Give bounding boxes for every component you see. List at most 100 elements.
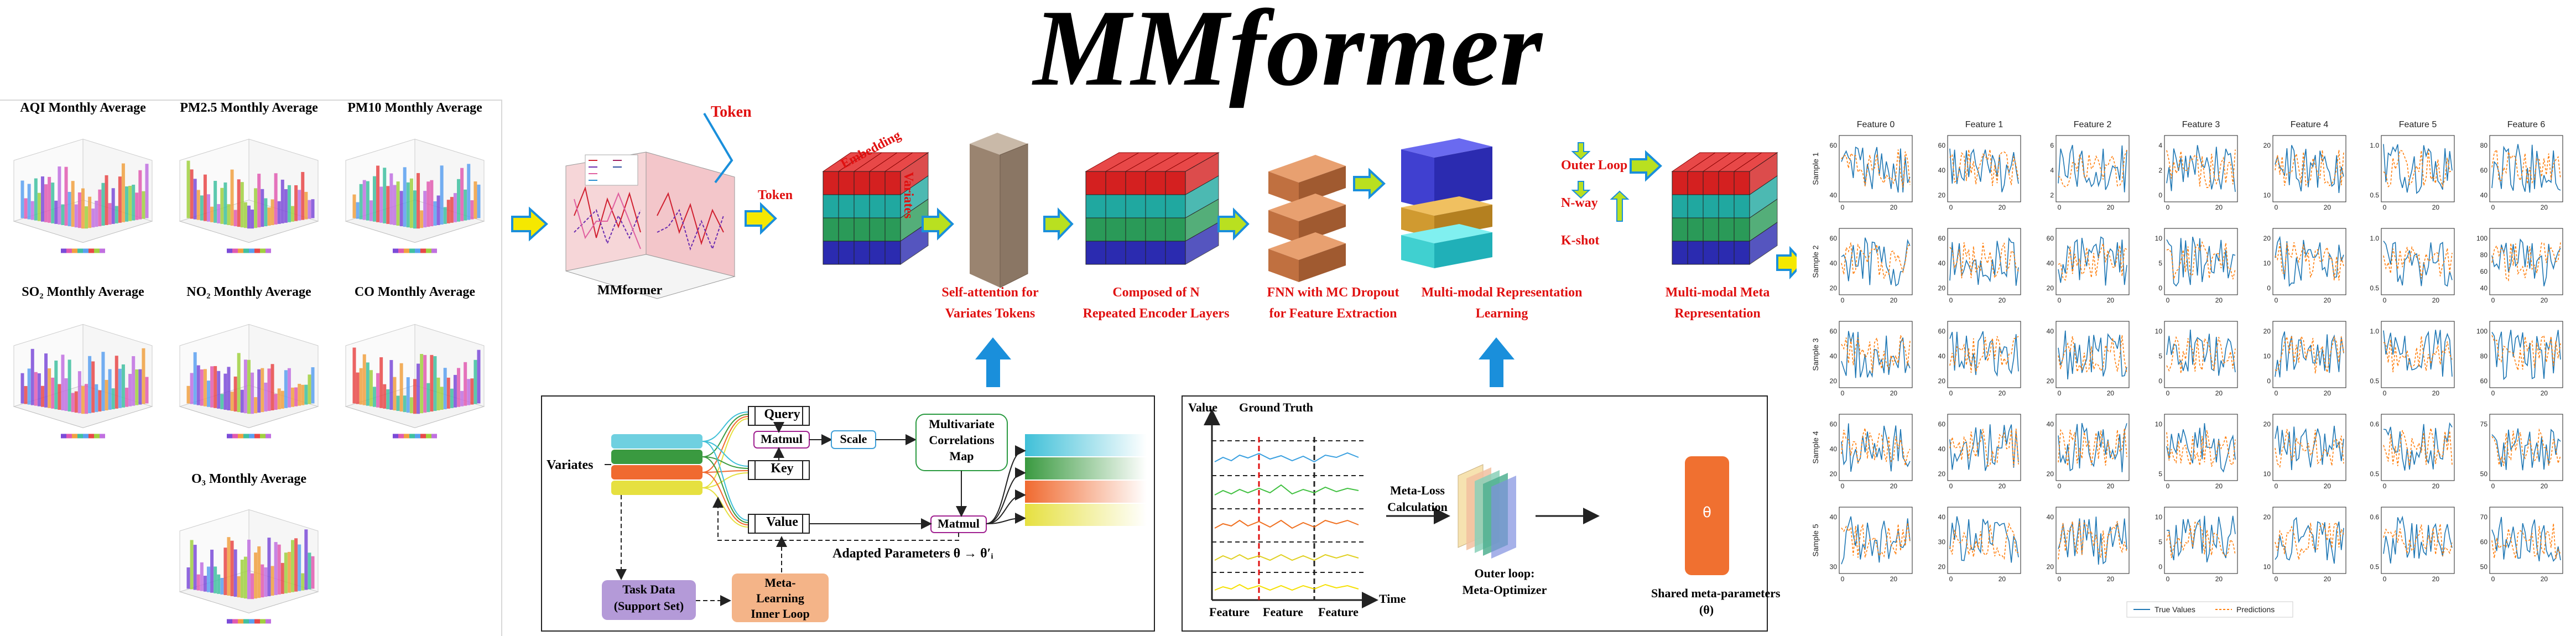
y-tick-label: 5 (2158, 538, 2162, 546)
x-tick-label: 0 (2383, 482, 2387, 490)
x-tick-label: 0 (2166, 575, 2170, 583)
y-tick-label: 100 (2476, 327, 2487, 335)
x-tick-label: 0 (1841, 482, 1845, 490)
k-shot-label: K-shot (1561, 233, 1600, 248)
y-tick-label: 40 (1830, 513, 1838, 521)
y-tick-label: 60 (2480, 166, 2488, 174)
shared-parameters-label: Shared meta-parameters(θ) (1651, 586, 1781, 617)
x-tick-label: 20 (2432, 296, 2440, 304)
predictions-line (1841, 242, 1911, 279)
y-tick-label: 0 (2158, 284, 2162, 292)
x-tick-label: 0 (2275, 389, 2278, 397)
y-tick-label: 20 (2047, 563, 2054, 571)
y-tick-label: 0 (2158, 563, 2162, 571)
y-tick-label: 75 (2480, 420, 2488, 428)
x-tick-label: 0 (2058, 482, 2062, 490)
predictions-line (2058, 335, 2127, 374)
subplot-frame (1947, 135, 2021, 202)
predictions-line (1949, 522, 2019, 560)
true-values-line (1841, 331, 1911, 378)
y-tick-label: 4 (2158, 142, 2162, 149)
x-tick-label: 20 (2215, 204, 2223, 211)
x-tick-label: 0 (2491, 575, 2495, 583)
y-tick-label: 40 (2480, 284, 2488, 292)
fnn-blocks (1268, 155, 1346, 282)
y-tick-label: 60 (2480, 377, 2488, 385)
x-tick-label: 0 (1949, 296, 1953, 304)
predictions-line (2275, 335, 2344, 374)
feature-column-title: Feature 5 (2399, 120, 2437, 129)
y-tick-label: 1.0 (2370, 234, 2379, 242)
x-tick-label: 20 (2324, 204, 2332, 211)
predictions-line (1949, 336, 2019, 373)
matmul-label-1: Matmul (761, 432, 803, 446)
meta-learning-graphic (1204, 409, 1729, 608)
attention-mechanism-graphic (602, 406, 1147, 622)
x-tick-label: 20 (1890, 296, 1898, 304)
chart-title-aqi: AQI Monthly Average (20, 101, 146, 115)
predictions-line (2166, 149, 2236, 189)
yellow-arrow-1 (511, 206, 548, 242)
true-values-line (2383, 241, 2453, 287)
feature-label-2: Feature (1263, 605, 1303, 619)
y-tick-label: 6 (2050, 142, 2054, 149)
x-tick-label: 0 (2166, 204, 2170, 211)
x-tick-label: 20 (1890, 482, 1898, 490)
x-tick-label: 0 (1841, 204, 1845, 211)
true-values-line (2058, 423, 2127, 472)
subplot-frame (2489, 228, 2563, 295)
y-tick-label: 60 (1830, 420, 1838, 428)
legend-true-values: True Values (2155, 605, 2195, 614)
task-data-label: Task Data(Support Set) (613, 582, 684, 613)
true-values-line (2383, 422, 2453, 471)
y-tick-label: 50 (2480, 563, 2488, 571)
main-title: MMformer (1033, 0, 1543, 108)
y-tick-label: 40 (1938, 166, 1946, 174)
x-tick-label: 20 (2107, 296, 2115, 304)
feature-column-title: Feature 2 (2074, 120, 2112, 129)
x-tick-label: 20 (1890, 575, 1898, 583)
predictions-line (2383, 246, 2453, 279)
x-tick-label: 20 (1999, 482, 2006, 490)
y-tick-label: 40 (2047, 420, 2054, 428)
true-values-line (2275, 145, 2344, 193)
y-tick-label: 100 (2476, 234, 2487, 242)
variates-label: Variates (901, 171, 916, 219)
y-tick-label: 10 (2263, 470, 2271, 478)
y-tick-label: 60 (1830, 234, 1838, 242)
predictions-line (1841, 523, 1911, 558)
feature-column-title: Feature 6 (2507, 120, 2546, 129)
y-tick-label: 30 (1938, 538, 1946, 546)
x-tick-label: 20 (2215, 389, 2223, 397)
y-tick-label: 10 (2155, 327, 2163, 335)
x-tick-label: 0 (2491, 389, 2495, 397)
true-values-line (1949, 424, 2019, 471)
predictions-line (1841, 149, 1911, 188)
y-tick-label: 20 (1830, 470, 1838, 478)
y-tick-label: 0.5 (2370, 284, 2379, 292)
subplot-frame (1839, 414, 1913, 481)
subplot-frame (2489, 414, 2563, 481)
x-tick-label: 20 (2541, 482, 2548, 490)
true-values-line (2383, 144, 2453, 194)
y-tick-label: 20 (2263, 513, 2271, 521)
y-tick-label: 10 (2263, 191, 2271, 199)
predictions-line (2058, 149, 2127, 187)
y-tick-label: 70 (2480, 513, 2488, 521)
subplot-frame (1947, 414, 2021, 481)
x-tick-label: 20 (2541, 296, 2548, 304)
y-tick-label: 40 (1938, 513, 1946, 521)
y-tick-label: 20 (2263, 327, 2271, 335)
y-tick-label: 10 (2263, 352, 2271, 360)
subplot-frame (1839, 321, 1913, 388)
y-tick-label: 40 (2047, 327, 2054, 335)
sample-row-label: Sample 1 (1811, 152, 1820, 185)
predictions-line (2491, 428, 2561, 466)
x-tick-label: 20 (2107, 389, 2115, 397)
x-tick-label: 0 (2058, 296, 2062, 304)
